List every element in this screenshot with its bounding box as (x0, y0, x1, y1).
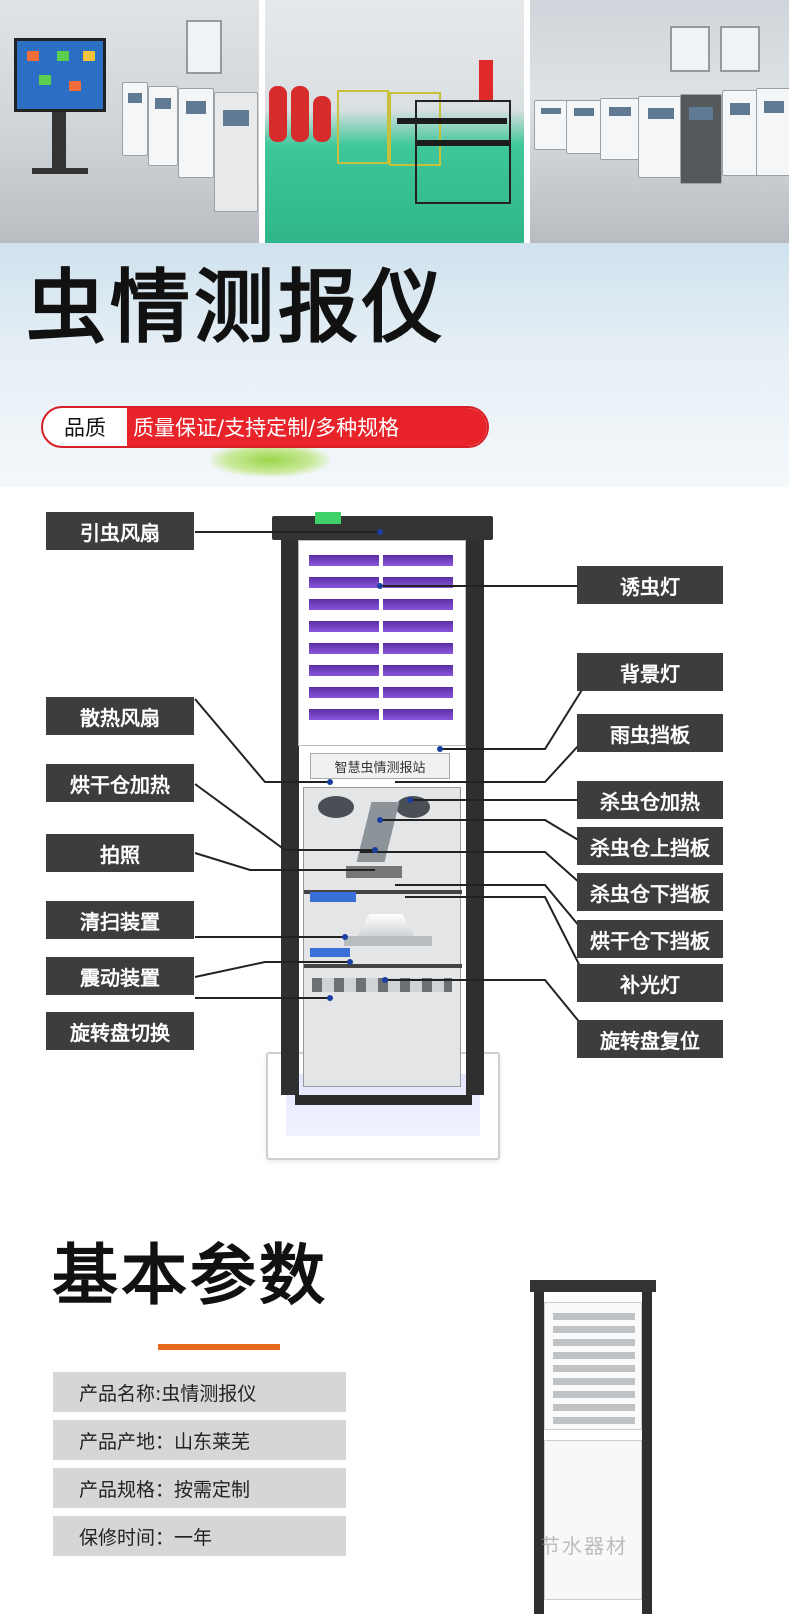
label-rain-insect-baffle: 雨虫挡板 (577, 714, 723, 752)
light-slat (309, 687, 379, 698)
light-slat (309, 643, 379, 654)
label-kill-chamber-heater: 杀虫仓加热 (577, 781, 723, 819)
light-slat (383, 687, 453, 698)
light-slat (383, 577, 453, 588)
light-slat (383, 555, 453, 566)
product-photo-cabinet (530, 1280, 656, 1614)
label-background-light: 背景灯 (577, 653, 723, 691)
cabinet-slat (553, 1378, 635, 1385)
label-kill-chamber-lower-baffle: 杀虫仓下挡板 (577, 873, 723, 911)
cabinet-slat (553, 1365, 635, 1372)
badge-text: 质量保证/支持定制/多种规格 (127, 408, 487, 446)
title-banner: 虫情测报仪 品质 质量保证/支持定制/多种规格 (0, 243, 789, 487)
parameters-title: 基本参数 (52, 1237, 328, 1314)
light-slat (309, 709, 379, 720)
label-attract-fan: 引虫风扇 (46, 512, 194, 550)
label-drying-chamber-lower-baffle: 烘干仓下挡板 (577, 920, 723, 958)
photo-strip (0, 0, 789, 243)
label-turntable-switch: 旋转盘切换 (46, 1012, 194, 1050)
cabinet-slat (553, 1326, 635, 1333)
device-roof (272, 516, 493, 540)
cabinet-slat (553, 1313, 635, 1320)
cabinet-slat (553, 1352, 635, 1359)
light-slat (383, 599, 453, 610)
label-camera: 拍照 (46, 834, 194, 872)
quality-badge: 品质 质量保证/支持定制/多种规格 (41, 406, 489, 448)
light-slat (309, 621, 379, 632)
param-row-spec: 产品规格：按需定制 (53, 1468, 346, 1508)
photo-warehouse-equipment (265, 0, 524, 243)
title-underline (158, 1344, 280, 1350)
label-trap-lamp: 诱虫灯 (577, 566, 723, 604)
param-row-origin: 产品产地：山东莱芜 (53, 1420, 346, 1460)
param-row-name: 产品名称:虫情测报仪 (53, 1372, 346, 1412)
basic-parameters: 基本参数 产品名称:虫情测报仪 产品产地：山东莱芜 产品规格：按需定制 保修时间… (0, 1220, 789, 1614)
leader-lines (194, 529, 591, 1036)
cabinet-slat (553, 1417, 635, 1424)
cabinet-slat (553, 1404, 635, 1411)
cabinet-slat (553, 1391, 635, 1398)
light-slat (383, 665, 453, 676)
label-drying-heater: 烘干仓加热 (46, 764, 194, 802)
device-nameplate: 智慧虫情测报站 (310, 753, 450, 779)
photo-showroom (0, 0, 259, 243)
light-slat (309, 555, 379, 566)
display-screen-image (14, 38, 106, 112)
watermark-text: 节水器材 (540, 1534, 628, 1558)
badge-label: 品质 (64, 416, 106, 440)
label-turntable-reset: 旋转盘复位 (577, 1020, 723, 1058)
label-cleaning-device: 清扫装置 (46, 901, 194, 939)
label-kill-chamber-upper-baffle: 杀虫仓上挡板 (577, 827, 723, 865)
page-title: 虫情测报仪 (26, 261, 446, 354)
photo-production-line (530, 0, 789, 243)
label-vibration-device: 震动装置 (46, 957, 194, 995)
label-cooling-fan: 散热风扇 (46, 697, 194, 735)
cabinet-slat (553, 1339, 635, 1346)
device-indicator-light (315, 512, 341, 524)
component-diagram: 智慧虫情测报站 (0, 487, 789, 1220)
light-slat (383, 709, 453, 720)
leaf-decoration (210, 443, 330, 477)
light-slat (383, 621, 453, 632)
label-fill-light: 补光灯 (577, 964, 723, 1002)
light-slat (309, 665, 379, 676)
light-slat (309, 577, 379, 588)
light-slat (383, 643, 453, 654)
light-slat (309, 599, 379, 610)
trap-light-chamber (298, 540, 466, 746)
param-row-warranty: 保修时间：一年 (53, 1516, 346, 1556)
